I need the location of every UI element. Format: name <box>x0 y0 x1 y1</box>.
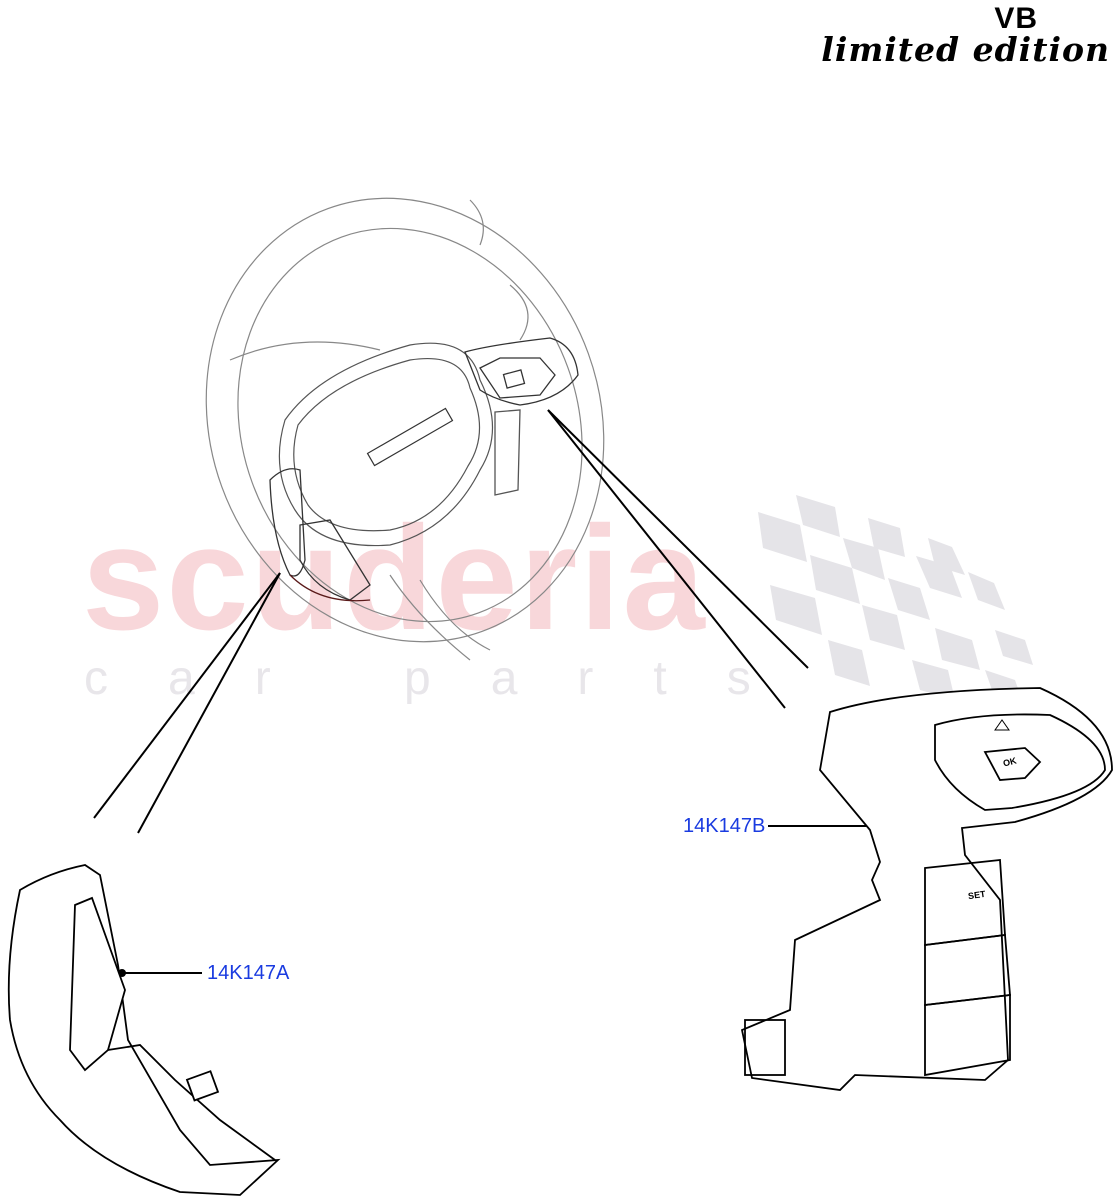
airbag-cover <box>278 342 494 547</box>
wheel-switch-left <box>269 468 371 602</box>
part-label-14k147a[interactable]: 14K147A <box>207 962 290 984</box>
switch-pack-right <box>740 687 1113 1091</box>
leader-lines <box>93 409 872 974</box>
right-pack-glyphs <box>994 719 1010 731</box>
steering-wheel <box>205 197 605 661</box>
part-label-14k147b[interactable]: 14K147B <box>683 815 766 837</box>
checkered-flag-icon <box>758 495 1033 700</box>
switch-pack-left <box>7 864 281 1196</box>
wheel-switch-right <box>464 337 579 496</box>
watermark-tagline: car parts <box>84 652 811 705</box>
edition-label: limited edition <box>821 30 1110 69</box>
model-code: VB <box>994 2 1038 35</box>
